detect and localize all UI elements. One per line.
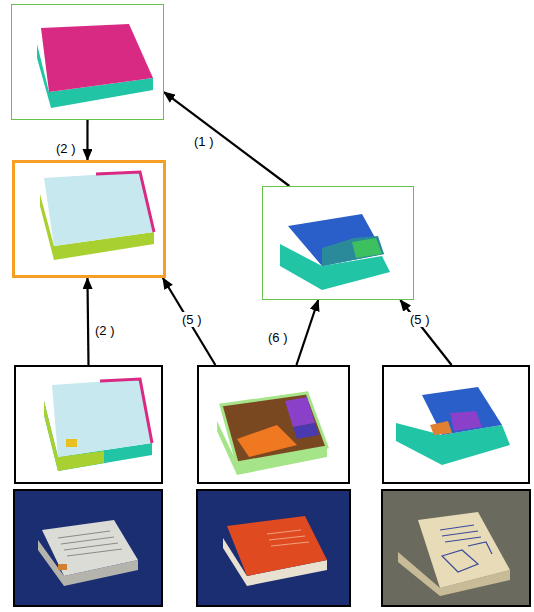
segmentation-render xyxy=(44,379,152,471)
segmentation-render xyxy=(37,24,153,108)
segmentation-render xyxy=(217,393,327,475)
render-box xyxy=(14,365,163,484)
segmentation-render xyxy=(40,172,154,260)
segmentation-render xyxy=(280,214,390,290)
segmentation-render xyxy=(396,387,510,465)
edge-label: (6 ) xyxy=(266,330,290,345)
edge-label: (5 ) xyxy=(408,312,432,327)
arrow-connector xyxy=(86,120,88,160)
photo xyxy=(382,490,530,606)
render-box xyxy=(12,160,166,278)
edge-label: (5 ) xyxy=(180,312,204,327)
photo xyxy=(14,490,162,606)
edge-label: (2 ) xyxy=(93,323,117,338)
arrow-connector xyxy=(163,278,215,365)
arrow-connector xyxy=(164,92,289,186)
photo xyxy=(197,490,350,606)
render-box xyxy=(11,4,164,120)
arrow-connector xyxy=(400,300,451,365)
render-box xyxy=(262,186,414,300)
edge-label: (1 ) xyxy=(192,134,216,149)
edge-label: (2 ) xyxy=(54,141,78,156)
arrow-connector xyxy=(296,300,318,365)
render-box xyxy=(382,365,530,484)
render-box xyxy=(197,365,350,484)
arrow-connector xyxy=(87,278,88,365)
